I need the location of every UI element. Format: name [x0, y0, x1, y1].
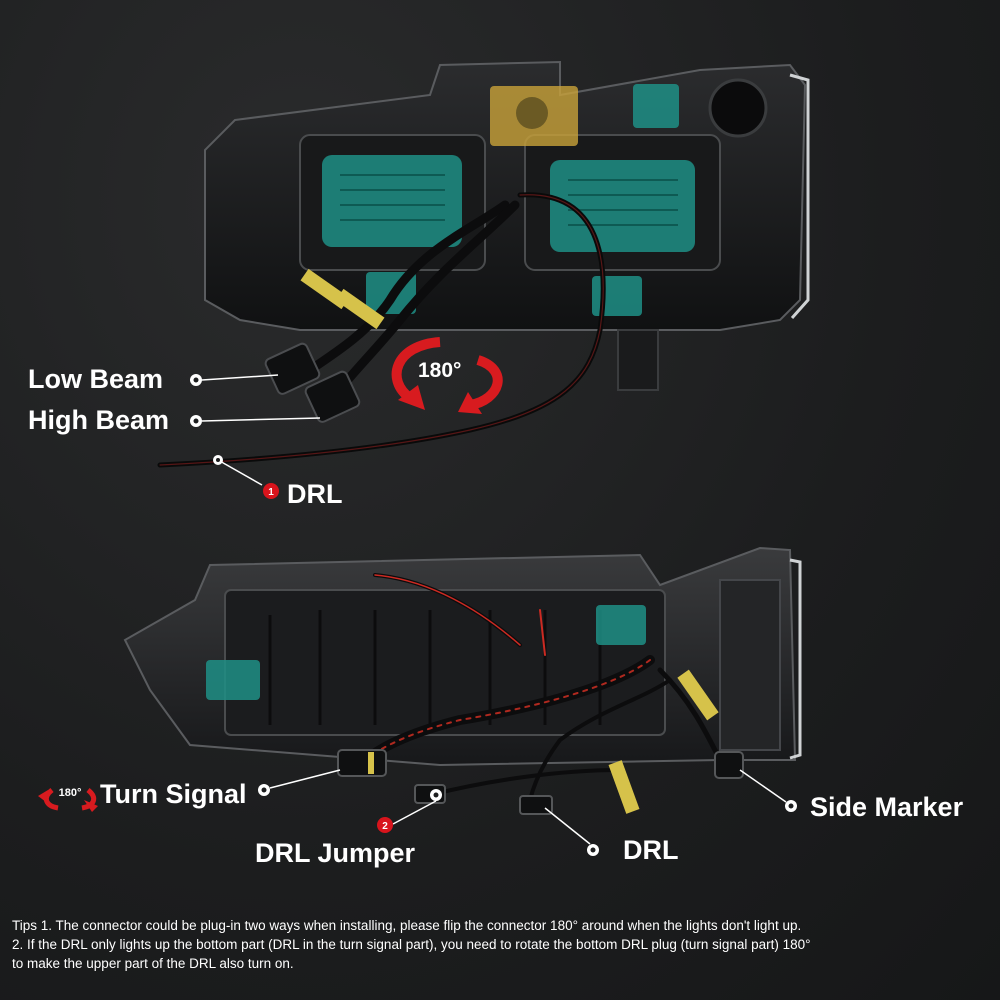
tip-line-3: to make the upper part of the DRL also t…	[12, 956, 294, 971]
mount-point-highlight	[206, 660, 260, 700]
drl-upper-callout	[213, 455, 263, 486]
high-beam-connector	[304, 370, 361, 423]
mount-point-highlight	[596, 605, 646, 645]
drl-upper-label: DRL	[287, 479, 343, 509]
tip-line-1: Tips 1. The connector could be plug-in t…	[12, 918, 802, 933]
lower-turn-signal-housing	[123, 546, 802, 767]
upper-wiring-harness	[157, 192, 606, 468]
side-marker-label: Side Marker	[810, 792, 964, 822]
lower-wiring-harness	[355, 573, 723, 802]
adjuster-screw	[516, 97, 548, 129]
side-marker-callout	[739, 769, 797, 812]
vent-cap	[708, 78, 768, 138]
mount-point-highlight	[592, 276, 642, 316]
marker-2-number: 2	[382, 821, 388, 832]
rotation-label-small: 180°	[59, 787, 82, 799]
drl-lower-connector	[519, 795, 553, 815]
turn-signal-callout	[258, 769, 341, 796]
marker-2-badge	[377, 817, 393, 833]
high-beam-socket-highlight	[550, 160, 695, 252]
drl-jumper-callout	[392, 789, 442, 825]
side-marker-connector	[714, 751, 744, 779]
rotation-arrow-large	[391, 337, 503, 414]
installation-tips: Tips 1. The connector could be plug-in t…	[12, 916, 992, 973]
marker-1-badge	[263, 483, 279, 499]
turn-signal-connector	[337, 749, 387, 777]
marker-1-number: 1	[268, 487, 274, 498]
drl-lower-callout	[544, 807, 599, 856]
high-beam-label: High Beam	[28, 405, 170, 435]
high-beam-callout	[190, 415, 321, 427]
low-beam-socket-highlight	[322, 155, 462, 247]
drl-jumper-label: DRL Jumper	[255, 838, 416, 868]
side-marker-tag	[677, 669, 719, 721]
drl-lower-label: DRL	[623, 835, 679, 865]
rotation-arrow-small	[38, 788, 98, 812]
low-beam-label: Low Beam	[28, 364, 164, 394]
drl-lower-tag	[608, 760, 640, 814]
low-beam-connector	[264, 342, 321, 395]
rotation-label-large: 180°	[418, 359, 462, 382]
mounting-tab	[617, 329, 659, 391]
low-beam-callout	[190, 374, 279, 386]
turn-signal-label: Turn Signal	[100, 779, 247, 809]
tip-line-2: 2. If the DRL only lights up the bottom …	[12, 937, 811, 952]
high-beam-tag	[335, 288, 385, 330]
mount-point-highlight	[633, 84, 679, 128]
